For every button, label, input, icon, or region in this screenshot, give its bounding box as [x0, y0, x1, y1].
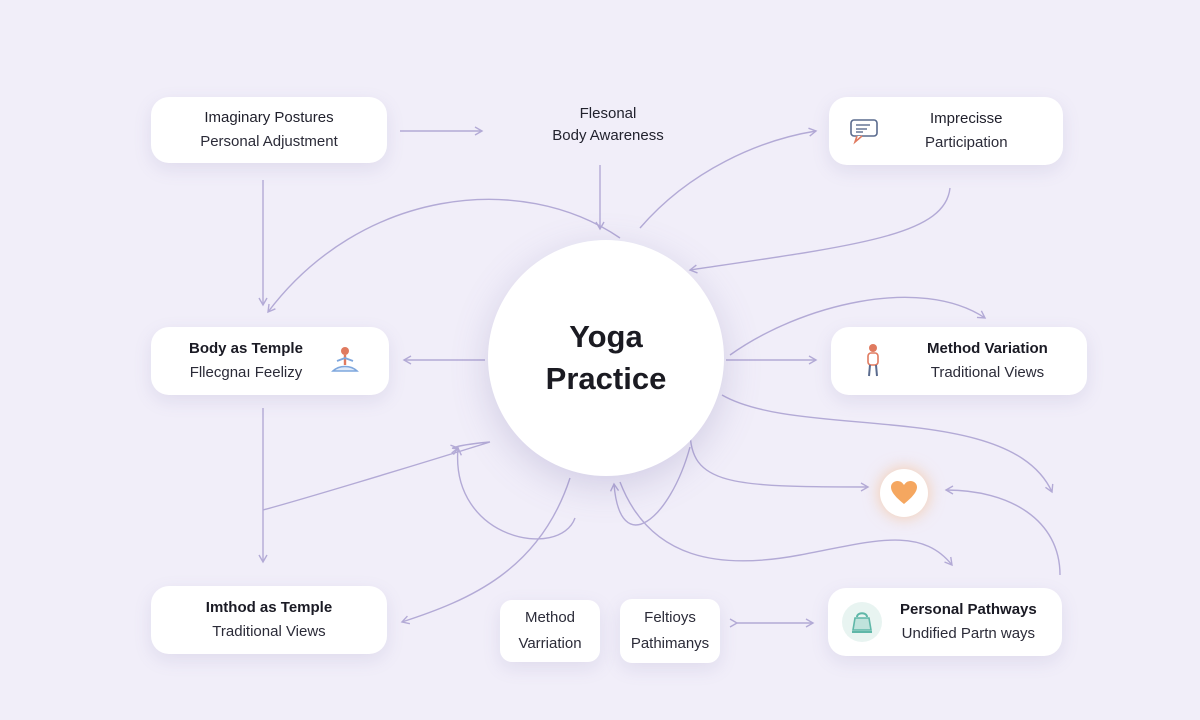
card-title: Method — [524, 609, 576, 626]
card-title: Body as Temple — [189, 340, 303, 357]
card-personal-pathways[interactable]: Personal Pathways Undified Partn ways — [828, 588, 1062, 656]
center-title-line1: Yoga — [569, 319, 643, 354]
card-title: Personal Pathways — [900, 601, 1037, 618]
card-subtitle: Personal Adjustment — [200, 133, 338, 150]
card-body-as-temple[interactable]: Body as Temple Fllecgnaı Feelizy — [151, 327, 389, 395]
kettlebell-icon — [842, 602, 882, 642]
card-title: Imaginary Postures — [204, 109, 334, 126]
heart-icon[interactable] — [880, 469, 928, 517]
arrow-arc-to-body-temple — [267, 198, 621, 314]
card-title: Imthod as Temple — [205, 599, 333, 616]
card-feltioys-pathimanys[interactable]: Feltioys Pathimanys — [620, 599, 720, 663]
card-subtitle: Varriation — [518, 635, 582, 652]
label-subtitle: Body Awareness — [552, 127, 664, 144]
arrow-center-to-heart — [689, 429, 870, 492]
card-subtitle: Fllecgnaı Feelizy — [189, 364, 303, 381]
card-subtitle: Undified Partn ways — [901, 625, 1036, 642]
arrow-loop-to-center-left — [452, 446, 576, 540]
center-node-yoga-practice[interactable]: Yoga Practice — [488, 240, 724, 476]
card-method-varriation-small[interactable]: Method Varriation — [500, 600, 600, 662]
arrow-arc-over-method — [729, 296, 987, 356]
card-method-variation[interactable]: Method Variation Traditional Views — [831, 327, 1087, 395]
meditation-icon — [325, 341, 365, 381]
card-title: Method Variation — [927, 340, 1048, 357]
arrow-heart-from-right — [944, 485, 1061, 576]
card-imprecise-participation[interactable]: Imprecisse Participation — [829, 97, 1063, 165]
card-imaginary-postures[interactable]: Imaginary Postures Personal Adjustment — [151, 97, 387, 163]
card-title: Feltioys — [644, 609, 696, 626]
card-subtitle: Participation — [925, 134, 1008, 151]
arrow-imprecise-to-center — [688, 187, 951, 274]
standing-person-icon — [853, 341, 893, 381]
arrow-pathways-loop — [609, 446, 691, 526]
card-imthod-as-temple[interactable]: Imthod as Temple Traditional Views — [151, 586, 387, 654]
card-subtitle: Traditional Views — [212, 623, 326, 640]
arrow-into-center-left — [262, 442, 491, 511]
arrow-to-imthod — [400, 477, 571, 625]
label-title: Flesonal — [579, 105, 637, 122]
label-flesonal: Flesonal Body Awareness — [530, 103, 686, 147]
center-title-line2: Practice — [545, 361, 667, 396]
arrow-center-loop-right — [721, 394, 1054, 494]
arrow-into-imprecise — [639, 127, 818, 229]
card-subtitle: Pathimanys — [630, 635, 710, 652]
card-subtitle: Traditional Views — [930, 364, 1045, 381]
arrow-loop-to-center-bottom — [619, 481, 953, 567]
chat-icon — [845, 111, 885, 151]
card-title: Imprecisse — [930, 110, 1003, 127]
